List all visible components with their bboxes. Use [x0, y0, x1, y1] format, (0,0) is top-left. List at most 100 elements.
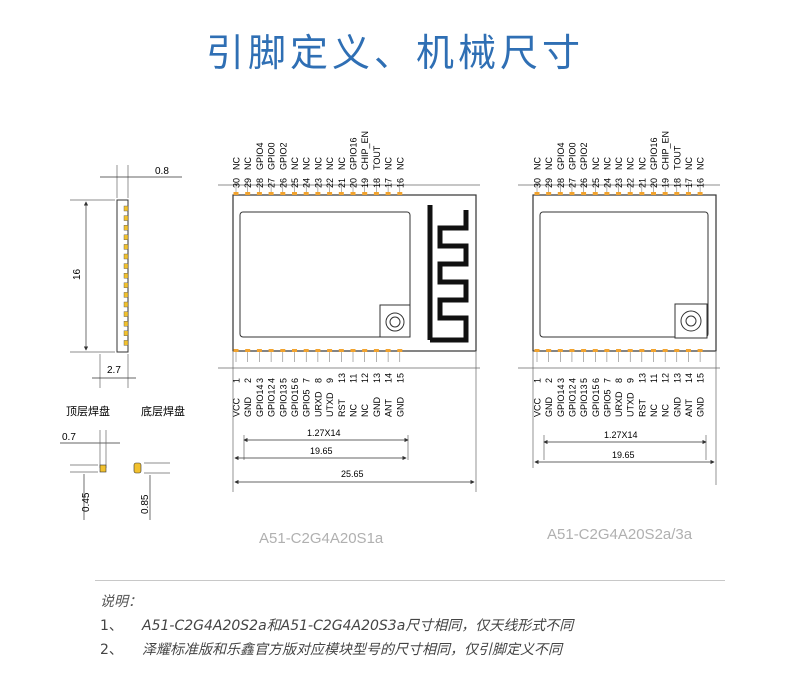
pin-name-bottom: GND [672, 397, 682, 418]
pin-number-top: 22 [325, 178, 335, 188]
s1a-inner-width: 19.65 [310, 446, 333, 456]
pad-top [233, 192, 239, 195]
pin-name-top: GPIO2 [579, 142, 589, 170]
pad-bottom [256, 349, 262, 352]
notes-heading: 说明： [100, 594, 142, 610]
pin-name-top: NC [395, 157, 405, 170]
side-pad [123, 340, 129, 346]
pin-number-top: 18 [672, 178, 682, 188]
pin-name-top: GPIO0 [267, 142, 277, 170]
pin-number-top: 16 [395, 178, 405, 188]
pin-number-top: 25 [290, 178, 300, 188]
pin-number-top: 30 [232, 178, 242, 188]
pin-name-bottom: GPIO13 [579, 384, 589, 417]
top-pad-label: 顶层焊盘 [66, 404, 110, 418]
pin-name-top: GPIO16 [649, 137, 659, 170]
pin-name-bottom: NC [649, 404, 659, 417]
pin-number-bottom: 13 [672, 373, 682, 383]
pin-name-bottom: NC [661, 404, 671, 417]
module-s2a-shield [539, 211, 709, 338]
pad-bottom [674, 349, 680, 352]
pin-name-top: NC [626, 157, 636, 170]
pin-name-bottom: RST [337, 398, 347, 417]
pad-bottom [592, 349, 598, 352]
pad-top [674, 192, 680, 195]
pin-name-top: NC [243, 157, 253, 170]
pad-bottom [569, 349, 575, 352]
pin-name-bottom: URXD [614, 391, 624, 417]
pin-number-bottom: 1 [232, 378, 242, 383]
pin-name-top: GPIO2 [278, 142, 288, 170]
side-pad [123, 311, 129, 317]
pin-number-top: 27 [567, 178, 577, 188]
pad-top [373, 192, 379, 195]
pin-number-top: 21 [337, 178, 347, 188]
pad-bottom [397, 349, 403, 352]
pin-number-bottom: 3 [556, 378, 566, 383]
bottom-pad-label: 底层焊盘 [141, 404, 185, 418]
pin-number-bottom: 11 [349, 374, 359, 383]
s1a-outer-width: 25.65 [341, 469, 364, 479]
pad-bottom [581, 349, 587, 352]
pin-number-top: 26 [278, 178, 288, 188]
pad-top [616, 192, 622, 195]
pin-number-bottom: 2 [544, 378, 554, 383]
pad-top [581, 192, 587, 195]
pin-name-top: NC [290, 157, 300, 170]
pad-bottom [604, 349, 610, 352]
pin-name-top: CHIP_EN [661, 131, 671, 170]
page-title: 引脚定义、机械尺寸 [205, 31, 584, 75]
pad-bottom [697, 349, 703, 352]
pad-bottom [627, 349, 633, 352]
side-pad [123, 253, 129, 260]
divider [95, 580, 725, 581]
pin-name-bottom: GPIO13 [278, 384, 288, 417]
pin-number-bottom: 6 [290, 378, 300, 383]
pin-number-bottom: 5 [579, 378, 589, 383]
pad-top [557, 192, 563, 195]
pin-number-top: 28 [255, 178, 265, 188]
dim-side-width: 2.7 [107, 365, 121, 376]
pad-top [268, 192, 274, 195]
pin-name-bottom: URXD [313, 391, 323, 417]
pin-number-top: 19 [360, 178, 370, 188]
s2a-inner-width: 19.65 [612, 450, 635, 460]
pad-bottom [685, 349, 691, 352]
pin-number-top: 19 [661, 178, 671, 188]
side-pad [123, 224, 129, 231]
pin-name-bottom: VCC [533, 397, 543, 417]
dim-thickness: 0.8 [155, 166, 169, 177]
pad-top [362, 192, 368, 195]
pin-name-bottom: GPIO14 [255, 384, 265, 417]
pin-name-top: CHIP_EN [360, 131, 370, 170]
ipex-connector-s2a [674, 303, 708, 339]
pin-name-top: NC [533, 157, 543, 170]
pin-name-bottom: GPIO12 [567, 384, 577, 417]
pin-number-bottom: 14 [384, 373, 394, 383]
side-pad [123, 234, 129, 241]
pin-number-top: 29 [243, 178, 253, 188]
side-pad [123, 330, 129, 336]
pin-number-top: 23 [313, 178, 323, 188]
pin-name-bottom: ANT [684, 398, 694, 417]
side-pad [123, 282, 129, 288]
pin-number-bottom: 14 [684, 373, 694, 383]
pin-name-bottom: GPIO12 [267, 384, 277, 417]
note-text: 泽耀标准版和乐鑫官方版对应模块型号的尺寸相同，仅引脚定义不同 [142, 642, 562, 658]
pin-number-top: 21 [637, 178, 647, 188]
bottom-pad [133, 462, 142, 474]
side-pad [123, 215, 129, 221]
pin-name-bottom: GND [243, 397, 253, 418]
pin-name-top: NC [313, 157, 323, 170]
pad-top [256, 192, 262, 195]
s2a-pitch: 1.27X14 [604, 430, 638, 440]
pin-name-top: TOUT [372, 145, 382, 170]
module-s1a-shield [239, 211, 411, 338]
pad-top [697, 192, 703, 195]
note-number: 1、 [100, 618, 123, 634]
pad-top [303, 192, 309, 195]
pad-bottom [280, 349, 286, 352]
pin-number-top: 24 [302, 178, 312, 188]
pin-number-bottom: 7 [602, 378, 612, 383]
